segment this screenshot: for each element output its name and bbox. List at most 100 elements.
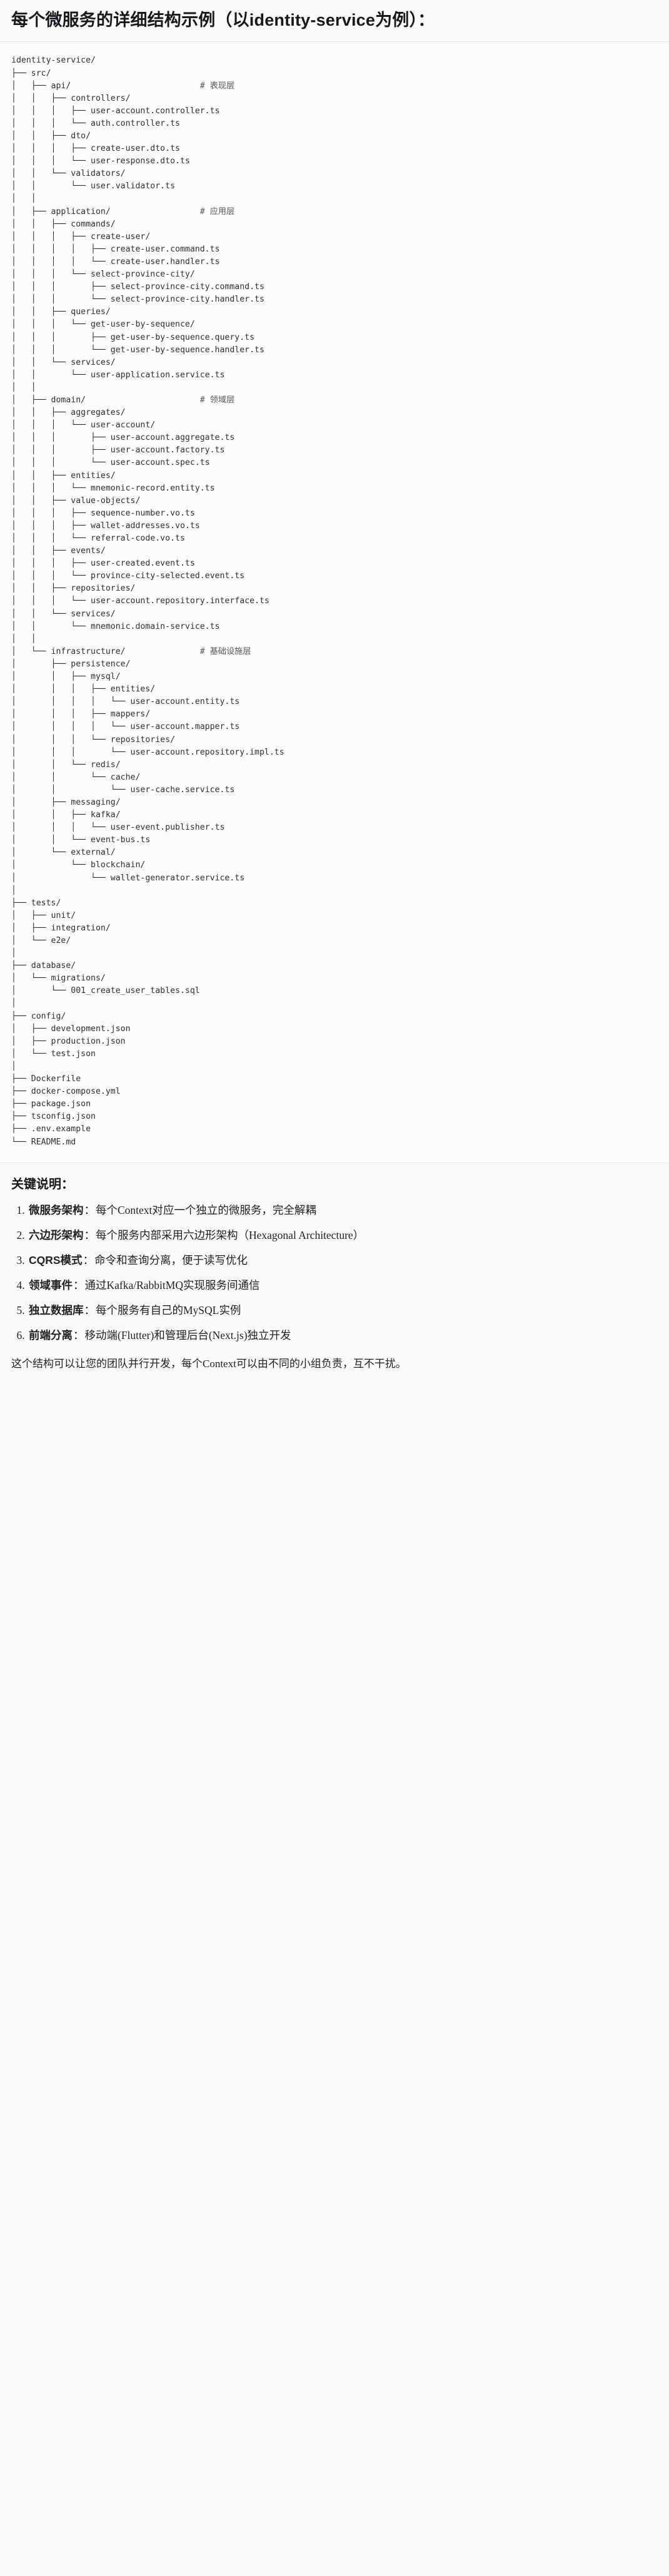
tree-line: │ └── test.json (11, 1048, 658, 1061)
tree-line: │ │ └── mnemonic.domain-service.ts (11, 621, 658, 633)
tree-line: │ │ │ ├── create-user/ (11, 231, 658, 243)
tree-line-path: │ │ ├── value-objects/ (11, 496, 141, 506)
tree-line-path: │ │ │ └── referral-code.vo.ts (11, 534, 185, 543)
key-point-separator: ： (73, 1278, 84, 1291)
key-points-list: 微服务架构：每个Context对应一个独立的微服务，完全解耦六边形架构：每个服务… (11, 1202, 658, 1345)
tree-line: │ │ │ └── user-account.spec.ts (11, 457, 658, 469)
tree-line-path: ├── src/ (11, 68, 51, 78)
tree-line-path: ├── database/ (11, 961, 76, 971)
tree-line: │ └── blockchain/ (11, 859, 658, 872)
key-point-term: 前端分离 (29, 1329, 73, 1342)
tree-line: identity-service/ (11, 54, 658, 67)
tree-line-path: │ │ ├── controllers/ (11, 93, 131, 103)
key-point-description: 移动端(Flutter)和管理后台(Next.js)独立开发 (84, 1329, 291, 1342)
tree-line-path: │ ├── unit/ (11, 910, 76, 920)
tree-line-path: │ │ │ └── auth.controller.ts (11, 118, 180, 128)
tree-line: │ │ │ └── mnemonic-record.entity.ts (11, 482, 658, 495)
tree-line-comment: # 表现层 (71, 81, 235, 91)
tree-line-path: │ │ └── redis/ (11, 760, 121, 770)
tree-line-path: │ │ │ │ └── user-account.mapper.ts (11, 722, 240, 732)
key-point-description: 命令和查询分离，便于读写优化 (94, 1253, 248, 1266)
tree-line-path: │ │ └── event-bus.ts (11, 835, 151, 845)
tree-line: │ ├── persistence/ (11, 658, 658, 671)
page-title: 每个微服务的详细结构示例（以identity-service为例）： (0, 0, 669, 43)
tree-line-path: │ (11, 949, 16, 959)
tree-line-path: │ └── test.json (11, 1049, 96, 1059)
tree-line: │ │ │ │ └── user-account.entity.ts (11, 696, 658, 708)
tree-line: │ (11, 1061, 658, 1073)
tree-line-path: ├── .env.example (11, 1124, 91, 1134)
tree-line-path: │ └── wallet-generator.service.ts (11, 873, 245, 883)
key-point-description: 每个服务有自己的MySQL实例 (96, 1304, 241, 1317)
tree-line: │ │ │ ├── entities/ (11, 683, 658, 696)
tree-line-path: │ │ │ └── mnemonic-record.entity.ts (11, 483, 215, 493)
tree-line-path: │ │ ├── kafka/ (11, 810, 121, 820)
tree-line-path: │ (11, 885, 16, 895)
tree-line-path: │ │ ├── commands/ (11, 219, 116, 229)
tree-line-path: │ │ └── mnemonic.domain-service.ts (11, 621, 220, 631)
tree-line: │ │ │ ├── wallet-addresses.vo.ts (11, 520, 658, 532)
key-point-item: 领域事件：通过Kafka/RabbitMQ实现服务间通信 (28, 1277, 658, 1294)
tree-line-path: │ │ └── user-application.service.ts (11, 370, 225, 380)
tree-line: │ │ │ └── get-user-by-sequence.handler.t… (11, 344, 658, 357)
tree-line: │ └── infrastructure/ # 基础设施层 (11, 646, 658, 658)
tree-line-path: identity-service/ (11, 56, 96, 66)
tree-line: │ │ ├── commands/ (11, 218, 658, 231)
tree-line-path: │ │ └── services/ (11, 609, 116, 619)
tree-line: │ │ └── validators/ (11, 168, 658, 180)
tree-line-path: │ │ │ └── repositories/ (11, 735, 176, 745)
tree-line: │ │ │ ├── user-account.factory.ts (11, 444, 658, 457)
tree-line-path: │ ├── development.json (11, 1024, 131, 1034)
tree-line: │ │ └── cache/ (11, 771, 658, 784)
tree-line-path: │ │ │ ├── user-account.factory.ts (11, 445, 225, 456)
tree-line: │ │ │ ├── create-user.dto.ts (11, 143, 658, 155)
tree-line-path: │ │ ├── dto/ (11, 131, 91, 141)
tree-line-path: │ │ │ ├── sequence-number.vo.ts (11, 508, 195, 518)
tree-line-path: ├── package.json (11, 1099, 91, 1109)
tree-line: │ │ (11, 633, 658, 646)
tree-line: │ ├── api/ # 表现层 (11, 80, 658, 93)
tree-line-path: │ │ │ │ └── create-user.handler.ts (11, 257, 220, 267)
tree-line: │ └── 001_create_user_tables.sql (11, 985, 658, 997)
tree-line: │ │ │ ├── mappers/ (11, 708, 658, 721)
tree-line: │ │ │ └── user-response.dto.ts (11, 155, 658, 168)
key-point-description: 每个服务内部采用六边形架构（Hexagonal Architecture） (96, 1228, 365, 1241)
tree-line-path: │ (11, 999, 16, 1009)
tree-line-path: │ │ │ │ └── user-account.entity.ts (11, 697, 240, 707)
key-point-term: 六边形架构 (29, 1228, 84, 1241)
tree-line: │ │ ├── aggregates/ (11, 407, 658, 419)
tree-line-path: ├── tests/ (11, 898, 61, 908)
directory-tree-code-block: identity-service/ ├── src/ │ ├── api/ # … (0, 42, 669, 1163)
tree-line: ├── docker-compose.yml (11, 1086, 658, 1098)
tree-line-comment: # 应用层 (110, 206, 235, 216)
tree-line: │ │ ├── kafka/ (11, 809, 658, 822)
tree-line: │ ├── application/ # 应用层 (11, 206, 658, 218)
tree-line: │ │ └── user-cache.service.ts (11, 784, 658, 797)
key-point-separator: ： (84, 1203, 96, 1216)
tree-line-path: ├── config/ (11, 1011, 66, 1021)
tree-line: │ │ │ ├── get-user-by-sequence.query.ts (11, 332, 658, 344)
tree-line-path: │ │ │ ├── entities/ (11, 685, 156, 695)
tree-line: │ │ ├── entities/ (11, 470, 658, 482)
key-point-term: 独立数据库 (29, 1304, 84, 1317)
tree-line: └── README.md (11, 1136, 658, 1149)
tree-line-path: │ └── e2e/ (11, 936, 71, 945)
closing-paragraph: 这个结构可以让您的团队并行开发，每个Context可以由不同的小组负责，互不干扰… (11, 1358, 406, 1370)
tree-line: │ │ │ └── referral-code.vo.ts (11, 532, 658, 545)
tree-line-comment: # 基础设施层 (125, 646, 251, 656)
tree-line-path: │ │ │ └── user-account/ (11, 420, 156, 430)
tree-line-path: │ │ │ ├── wallet-addresses.vo.ts (11, 521, 200, 531)
tree-line: │ │ │ │ ├── create-user.command.ts (11, 243, 658, 256)
tree-line-path: │ │ │ └── user-event.publisher.ts (11, 823, 225, 833)
tree-line-path: └── README.md (11, 1137, 76, 1147)
tree-line-path: │ │ │ ├── create-user.dto.ts (11, 144, 180, 154)
tree-line-path: │ │ │ └── user-response.dto.ts (11, 156, 190, 166)
tree-line: │ │ │ └── province-city-selected.event.t… (11, 570, 658, 583)
tree-line-path: │ │ │ ├── select-province-city.command.t… (11, 282, 264, 292)
tree-line-path: ├── docker-compose.yml (11, 1087, 121, 1097)
key-point-description: 每个Context对应一个独立的微服务，完全解耦 (96, 1203, 316, 1216)
tree-line-path: │ ├── integration/ (11, 923, 111, 933)
tree-line: ├── database/ (11, 960, 658, 972)
tree-line: ├── .env.example (11, 1123, 658, 1136)
key-point-item: CQRS模式：命令和查询分离，便于读写优化 (28, 1252, 658, 1269)
